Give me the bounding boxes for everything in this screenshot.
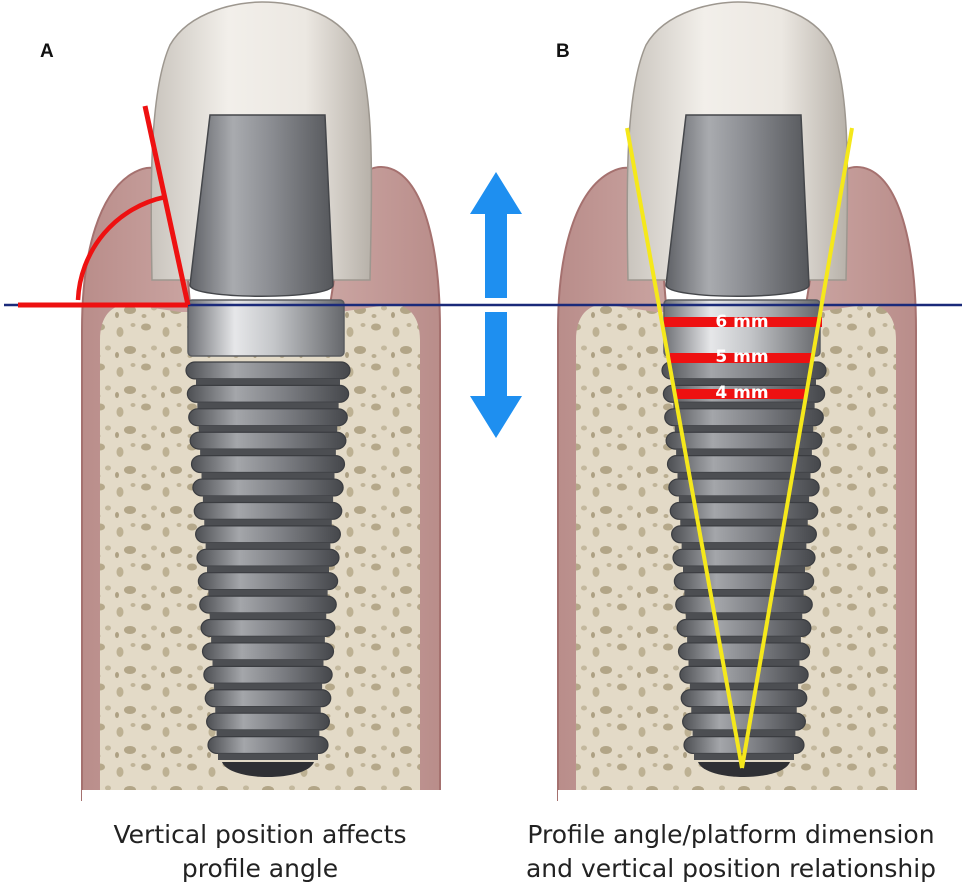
implant-thread [190,455,346,474]
implant-threads [185,361,351,760]
bone-base-mask [82,790,442,802]
implant-thread-root [202,495,334,503]
implant-thread [669,501,819,520]
abutment [665,114,810,297]
implant-thread-root [688,659,800,667]
implant-thread [195,525,341,544]
abutment [189,114,334,297]
emergence-profile-lines [625,127,854,769]
implant-thread-root [218,753,318,760]
implant-thread [197,572,339,591]
implant-thread-root [213,683,323,690]
implant-thread [682,712,806,731]
implant-thread [204,689,332,708]
implant-thread [680,689,808,708]
implant-thread-root [211,636,325,643]
implant-thread-root [681,542,807,550]
implant-thread [206,712,330,731]
implant-thread-root [209,612,327,620]
implant-thread [200,618,336,637]
panel-b-caption-line2: and vertical position relationship [525,854,937,883]
implant-thread-root [216,730,320,737]
implant-thread [675,595,813,614]
implant-thread-root [691,706,797,714]
panel-a-illustration [81,1,442,802]
panel-a-caption: Vertical position affects profile angle [60,818,460,886]
implant-thread-root [672,378,816,386]
implant-thread [677,642,811,661]
implant-thread-root [687,636,801,643]
implant-thread [186,384,350,403]
implant-thread-root [197,402,339,409]
implant-thread-root [215,706,321,714]
implant-collar [187,299,345,357]
implant-thread [199,595,337,614]
panel-b-illustration [557,1,918,802]
implant-thread-root [674,425,814,433]
implant-thread [192,478,344,497]
implant-thread [673,572,815,591]
profile-angle-marker [18,105,191,308]
vertical-position-arrow [470,172,522,438]
platform-label-4mm: 4 mm [715,383,769,403]
bone-base-mask [558,790,918,802]
implant-thread-root [198,425,338,433]
implant-thread-root [208,589,328,597]
implant-thread-root [204,519,332,526]
implant-thread [207,735,329,755]
panel-a-letter: A [40,41,54,62]
implant-thread-root [200,449,336,456]
platform-label-5mm: 5 mm [715,347,769,367]
implant-thread-root [212,659,324,667]
implant-thread-root [692,730,796,737]
panel-b-letter: B [556,41,570,62]
panel-b-caption-line1: Profile angle/platform dimension [527,820,935,849]
implant-thread-root [676,449,812,456]
implant-thread-root [689,683,799,690]
implant-thread-root [683,566,805,573]
implant-thread-root [678,495,810,503]
implant-apex [698,762,790,777]
implant-thread [188,408,348,427]
implant-thread-root [205,542,331,550]
implant-thread-root [196,378,340,386]
panel-a-caption-line1: Vertical position affects [113,820,407,849]
panel-b-caption: Profile angle/platform dimension and ver… [500,818,962,886]
implant-thread [201,642,335,661]
implant-thread-root [684,589,804,597]
implant-thread [189,431,347,450]
implant-thread [679,665,809,684]
implant-thread [672,548,816,567]
implant-thread-root [201,472,335,480]
implant-thread [676,618,812,637]
implant-thread-root [677,472,811,480]
implant-apex [222,762,314,777]
implant-thread [671,525,817,544]
implant-thread [196,548,340,567]
implant-thread-root [207,566,329,573]
implant-thread [193,501,343,520]
platform-label-6mm: 6 mm [715,312,769,332]
implant-thread-root [673,402,815,409]
platform-dimension-bars [664,317,822,399]
implant-thread-root [685,612,803,620]
implant-thread [203,665,333,684]
panel-a-caption-line2: profile angle [181,854,339,883]
implant-thread [185,361,351,380]
implant-thread-root [680,519,808,526]
